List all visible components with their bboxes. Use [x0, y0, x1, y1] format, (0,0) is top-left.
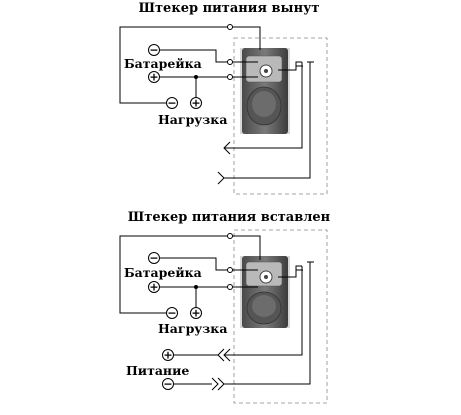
battery-minus-terminal: −	[148, 44, 160, 57]
load-label-bottom: Нагрузка	[158, 321, 227, 336]
power-plus-terminal: +	[162, 349, 174, 362]
wire	[224, 266, 303, 356]
svg-text:+: +	[149, 281, 158, 294]
diagram-plug-inserted: Штекер питания вставлен	[119, 210, 331, 404]
diagram-plug-removed: Штекер питания вынут	[119, 1, 328, 195]
svg-text:−: −	[167, 97, 176, 110]
wire	[224, 62, 311, 179]
battery-minus-terminal: −	[148, 252, 160, 265]
wire	[119, 26, 230, 104]
jack-housing-outline	[233, 37, 328, 195]
wire	[160, 49, 258, 63]
power-jack-image	[240, 256, 290, 328]
wire	[224, 262, 311, 385]
svg-text:+: +	[191, 97, 200, 110]
svg-text:−: −	[163, 378, 172, 391]
power-minus-terminal: −	[162, 378, 174, 391]
wire	[160, 257, 258, 271]
power-jack-image	[240, 48, 290, 134]
wire	[230, 26, 261, 50]
battery-plus-terminal: +	[148, 281, 160, 294]
power-label: Питание	[126, 363, 189, 378]
svg-text:+: +	[191, 307, 200, 320]
svg-text:+: +	[149, 71, 158, 84]
wire	[230, 235, 261, 260]
load-minus-terminal: −	[166, 307, 178, 320]
load-label-top: Нагрузка	[158, 112, 227, 127]
svg-text:−: −	[167, 307, 176, 320]
wire	[224, 62, 303, 149]
battery-plus-terminal: +	[148, 71, 160, 84]
connector-chevron	[223, 348, 231, 362]
connector-chevron	[211, 377, 219, 391]
connector-chevron	[217, 348, 225, 362]
load-plus-terminal: +	[190, 307, 202, 320]
diagram-title-top: Штекер питания вынут	[139, 1, 320, 16]
svg-text:+: +	[163, 349, 172, 362]
connector-chevron	[223, 141, 231, 155]
wire	[119, 235, 230, 314]
svg-text:−: −	[149, 252, 158, 265]
battery-label-bottom: Батарейка	[124, 265, 202, 280]
battery-label-top: Батарейка	[124, 56, 202, 71]
connector-chevron	[217, 377, 225, 391]
svg-text:−: −	[149, 44, 158, 57]
connector-chevron	[217, 171, 225, 185]
diagram-title-bottom: Штекер питания вставлен	[128, 210, 331, 225]
wire	[278, 265, 302, 278]
load-minus-terminal: −	[166, 97, 178, 110]
load-plus-terminal: +	[190, 97, 202, 110]
